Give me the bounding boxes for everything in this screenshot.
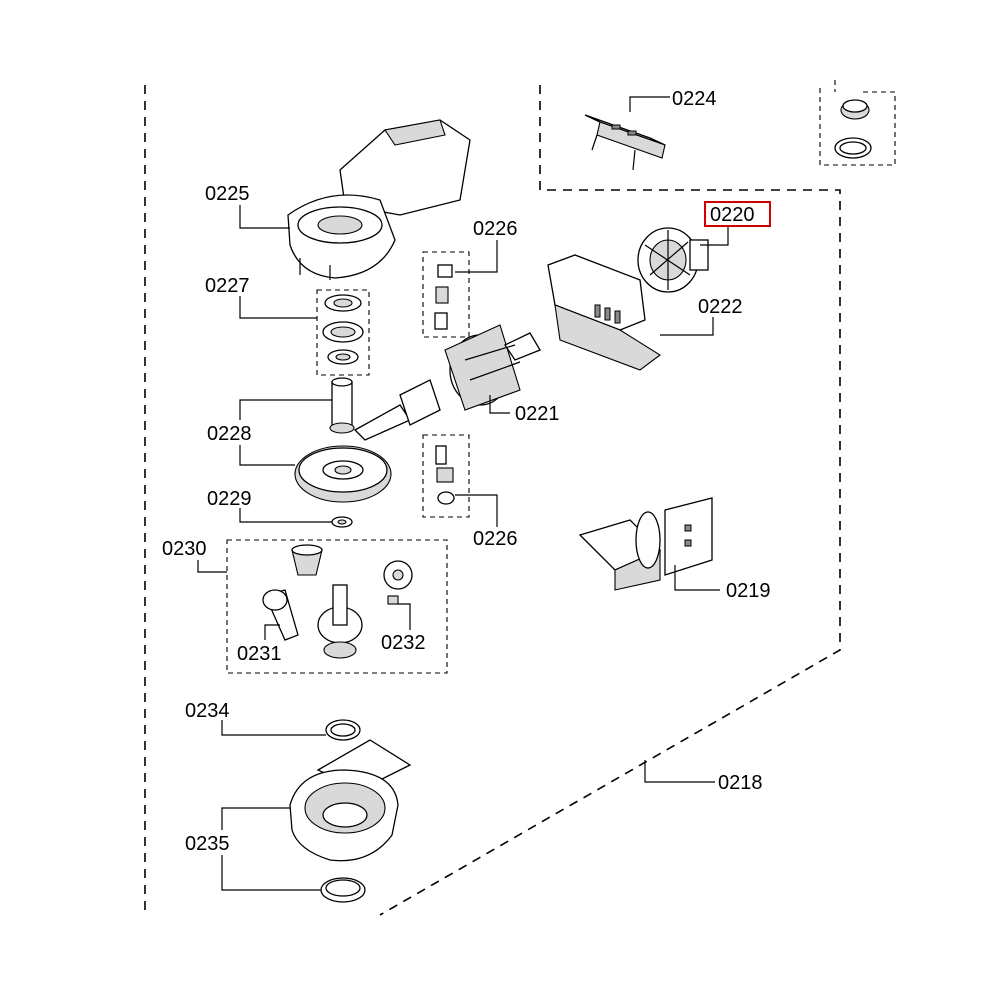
washer-part (331, 516, 353, 528)
label-0232: 0232 (381, 632, 426, 654)
label-0225: 0225 (205, 183, 250, 205)
label-0234: 0234 (185, 700, 230, 722)
bearing-stack-part (322, 294, 364, 365)
brush-set-top-part (434, 264, 453, 330)
label-0235: 0235 (185, 833, 230, 855)
label-0220: 0220 (710, 204, 755, 226)
seal-ring-parts (834, 99, 872, 159)
label-0226-top: 0226 (473, 218, 518, 240)
switch-bracket-part (584, 114, 666, 171)
gear-housing-part (287, 119, 471, 280)
gear-set-part (262, 544, 413, 659)
brush-set-bottom-part (435, 445, 455, 505)
field-coil-part (547, 254, 661, 371)
label-0228: 0228 (207, 423, 252, 445)
label-0219: 0219 (726, 580, 771, 602)
label-0224: 0224 (672, 88, 717, 110)
bevel-gear-part (294, 445, 392, 503)
label-0231: 0231 (237, 643, 282, 665)
leader-lines (197, 96, 729, 891)
label-0226-bottom: 0226 (473, 528, 518, 550)
spindle-part (329, 377, 355, 434)
o-ring-part (325, 719, 361, 741)
fan-part (637, 227, 709, 293)
label-0222: 0222 (698, 296, 743, 318)
label-0221: 0221 (515, 403, 560, 425)
label-0227: 0227 (205, 275, 250, 297)
armature-part (353, 324, 541, 441)
highlight-box-0220 (704, 201, 771, 227)
label-0218: 0218 (718, 772, 763, 794)
part-labels: 0224 0220 0225 0226 0227 0222 0221 0228 … (162, 88, 771, 855)
electronics-module-part (578, 497, 713, 591)
label-0229: 0229 (207, 488, 252, 510)
label-0230: 0230 (162, 538, 207, 560)
flange-part (289, 739, 412, 903)
group-borders (144, 80, 896, 916)
